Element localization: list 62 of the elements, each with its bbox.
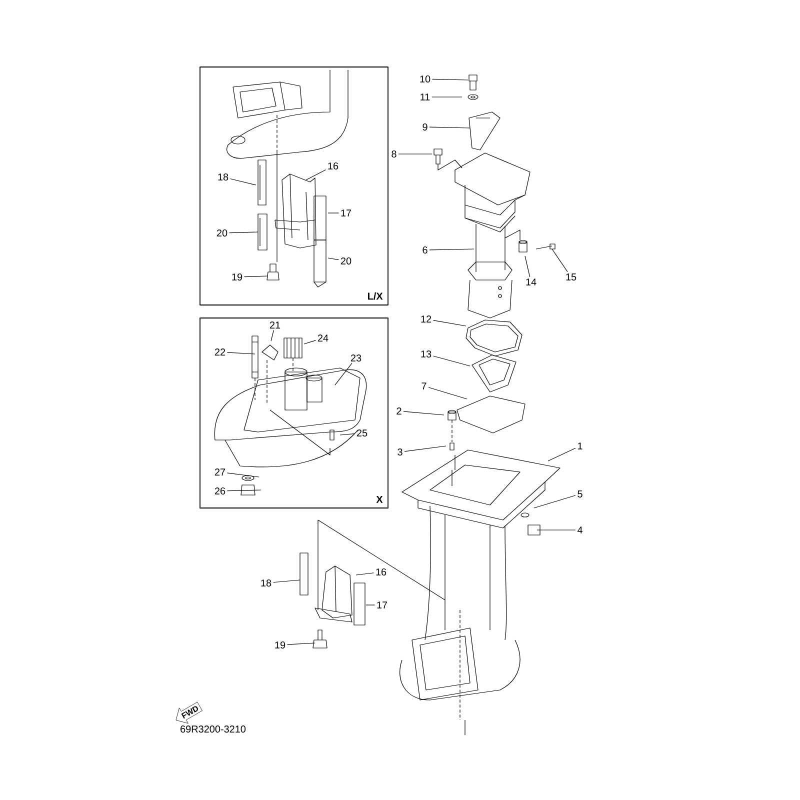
callout-number: 13: [421, 350, 432, 358]
callout-number: 25: [356, 429, 368, 437]
leader-line: [429, 248, 474, 250]
leader-line: [304, 340, 316, 344]
callout-number: 10: [420, 75, 430, 83]
callout-number: 16: [328, 162, 338, 170]
callout-number: 21: [270, 322, 280, 328]
callout-number: 9: [422, 123, 428, 131]
leader-line: [334, 362, 352, 386]
callout-number: 11: [420, 94, 430, 100]
callout-number: 19: [232, 273, 242, 281]
leader-line: [226, 352, 256, 354]
leader-line: [404, 446, 446, 452]
callout-number: 17: [377, 602, 388, 608]
leader-line: [230, 178, 256, 186]
callout-number: 17: [341, 210, 352, 216]
callout-number: 5: [578, 490, 582, 498]
leader-line: [429, 126, 470, 128]
callout-number: 18: [218, 173, 228, 181]
callout-number: 4: [577, 526, 582, 534]
leader-line: [548, 448, 576, 462]
leader-line: [524, 256, 530, 278]
leader-line: [403, 411, 444, 416]
leader-line: [286, 642, 316, 645]
leader-line: [306, 169, 326, 180]
callout-number: 1: [578, 442, 582, 450]
leader-line: [228, 232, 258, 234]
callout-number: 3: [398, 448, 402, 456]
callout-number: 22: [214, 348, 226, 356]
leader-line: [432, 78, 468, 80]
callout-number: 27: [214, 468, 226, 476]
leader-line: [270, 330, 274, 342]
leader-line: [328, 212, 340, 214]
callout-number: 24: [318, 334, 328, 342]
leader-line: [340, 433, 356, 436]
leader-line: [432, 320, 466, 326]
leader-line: [272, 580, 300, 583]
callout-number: 18: [261, 579, 272, 587]
leader-line: [244, 276, 268, 278]
leader-line: [432, 356, 470, 366]
callout-number: 16: [376, 568, 386, 576]
callout-number: 14: [526, 278, 536, 286]
callout-number: 23: [350, 354, 362, 362]
leader-line: [552, 248, 568, 272]
leader-line: [226, 490, 262, 492]
callout-number: 26: [214, 487, 226, 495]
leader-line: [356, 572, 374, 576]
callout-number: 20: [216, 229, 228, 237]
callout-number: 6: [422, 246, 428, 254]
leader-line: [428, 387, 468, 400]
leader-line: [366, 604, 376, 606]
leader-line: [226, 472, 260, 478]
callout-number: 2: [396, 408, 402, 414]
callout-number: 19: [275, 641, 286, 649]
callout-number: 12: [421, 316, 432, 322]
leader-line: [432, 96, 462, 98]
callout-number: 8: [392, 150, 396, 158]
callout-number: 15: [566, 274, 576, 280]
callout-number: 20: [340, 257, 352, 265]
leader-line: [534, 495, 576, 508]
callout-number: 7: [422, 382, 426, 390]
leader-line: [328, 258, 340, 260]
